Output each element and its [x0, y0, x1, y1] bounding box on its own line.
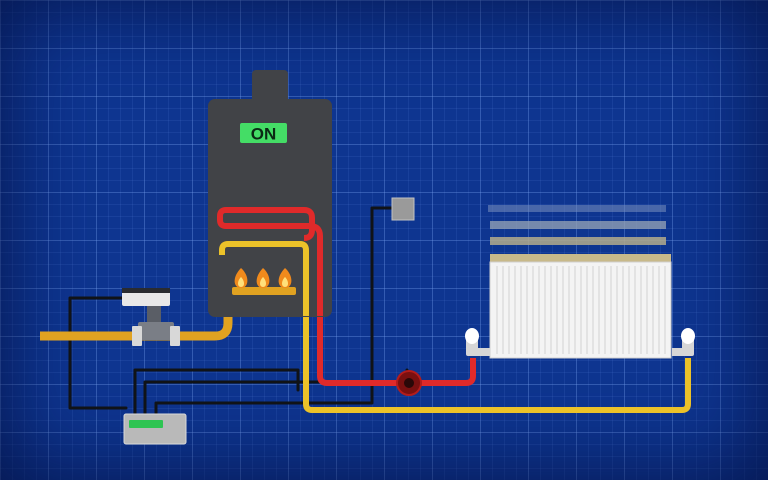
control-wires [68, 206, 409, 418]
valve-wire [68, 296, 128, 410]
flame-core [260, 277, 266, 287]
pump-icon [396, 370, 422, 396]
burner-bar [232, 287, 296, 295]
return-coil [219, 241, 309, 316]
thermostat-wire [154, 206, 396, 418]
flame-core [282, 277, 288, 287]
gas-valve-icon [122, 288, 180, 346]
boiler-status-label: ON [251, 125, 277, 144]
radiator-icon [489, 254, 672, 359]
heat-waves-icon [488, 205, 666, 245]
burner-flames [234, 268, 292, 288]
radiator-valve-icon [465, 328, 490, 356]
flame-core [238, 277, 244, 287]
controller-display [129, 420, 163, 428]
boiler-icon: ON [208, 70, 332, 317]
radiator-fins [496, 266, 666, 354]
controller-icon [123, 413, 187, 445]
flow-coil [217, 207, 323, 316]
boiler-wire [133, 368, 300, 418]
thermostat-icon [391, 197, 415, 221]
status-display [240, 123, 287, 143]
radiator-valve-icon [672, 328, 695, 356]
